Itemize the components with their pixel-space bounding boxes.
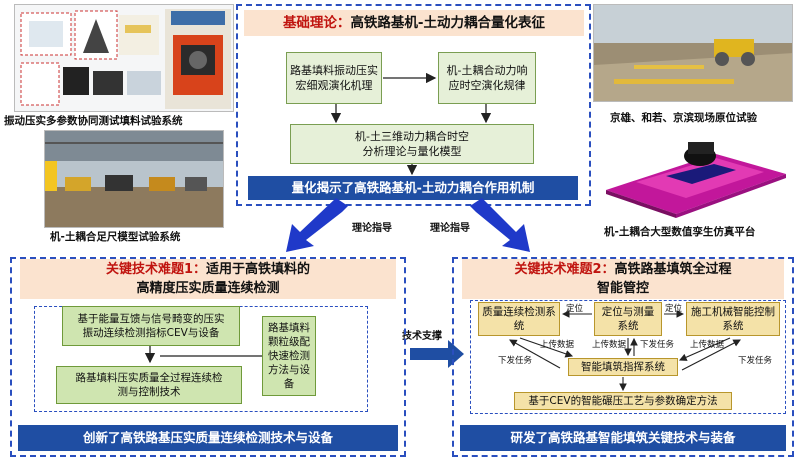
quality-detect-box: 质量连续检测系统 (478, 302, 560, 336)
theory-panel (236, 4, 591, 206)
issue1-box-cev: 基于能量互馈与信号畸变的压实振动连续检测指标CEV与设备 (62, 306, 240, 346)
label-position-2: 定位 (665, 304, 683, 314)
theory-box-response: 机-土耦合动力响应时空演化规律 (438, 52, 536, 104)
theory-banner: 量化揭示了高铁路基机-土动力耦合作用机制 (248, 176, 578, 200)
support-label: 技术支撑 (402, 331, 442, 342)
issue2-panel (452, 257, 794, 457)
label-dispatch-3: 下发任务 (738, 356, 773, 366)
issue1-panel (10, 257, 406, 457)
vibration-test-caption: 振动压实多参数协同测试填料试验系统 (4, 115, 183, 127)
simulation-model-image (596, 132, 794, 218)
issue2-inner-panel (470, 300, 786, 414)
issue1-box-gradation: 路基填料颗粒级配快速检测方法与设备 (262, 316, 316, 396)
guide-label-left: 理论指导 (352, 223, 392, 234)
issue1-title: 关键技术难题1：适用于高铁填料的 高精度压实质量连续检测 (20, 259, 396, 299)
machine-control-box: 施工机械智能控制系统 (686, 302, 780, 336)
label-dispatch-2: 下发任务 (640, 340, 675, 350)
command-system-box: 智能填筑指挥系统 (568, 358, 678, 376)
model-test-photo (44, 130, 224, 228)
issue1-box-control: 路基填料压实质量全过程连续检测与控制技术 (56, 366, 242, 404)
label-upload-3: 上传数据 (690, 340, 725, 350)
theory-title-main: 高铁路基机-土动力耦合量化表征 (350, 15, 546, 31)
issue2-title-line1: 高铁路基填筑全过程 (614, 262, 732, 277)
theory-box-model: 机-土三维动力耦合时空分析理论与量化模型 (290, 124, 534, 164)
cev-method-box: 基于CEV的智能碾压工艺与参数确定方法 (514, 392, 732, 410)
label-dispatch-1: 下发任务 (498, 356, 533, 366)
guide-label-right: 理论指导 (430, 223, 470, 234)
model-test-caption: 机-土耦合足尺模型试验系统 (50, 231, 181, 243)
position-measure-box: 定位与测量系统 (594, 302, 662, 336)
issue1-title-prefix: 关键技术难题1： (105, 262, 207, 277)
theory-arrows (330, 72, 492, 176)
issue1-title-line1: 适用于高铁填料的 (206, 262, 311, 277)
field-test-caption: 京雄、和若、京滨现场原位试验 (610, 112, 757, 124)
issue1-title-line2: 高精度压实质量连续检测 (136, 281, 280, 296)
theory-title-prefix: 基础理论： (282, 15, 351, 31)
theory-box-evolution: 路基填料振动压实宏细观演化机理 (286, 52, 382, 104)
label-upload-2: 上传数据 (592, 340, 627, 350)
issue2-title: 关键技术难题2：高铁路基填筑全过程 智能管控 (462, 259, 784, 299)
issue1-banner: 创新了高铁路基压实质量连续检测技术与设备 (18, 425, 398, 451)
vibration-test-photo (14, 4, 234, 112)
sim-platform-caption: 机-土耦合大型数值孪生仿真平台 (604, 226, 756, 238)
issue2-title-line2: 智能管控 (596, 281, 649, 296)
label-upload-1: 上传数据 (540, 340, 575, 350)
issue2-banner: 研发了高铁路基智能填筑关键技术与装备 (460, 425, 786, 451)
label-position-1: 定位 (566, 304, 584, 314)
issue2-title-prefix: 关键技术难题2： (514, 262, 615, 277)
theory-title: 基础理论：高铁路基机-土动力耦合量化表征 (244, 10, 584, 36)
field-test-photo (593, 4, 793, 102)
